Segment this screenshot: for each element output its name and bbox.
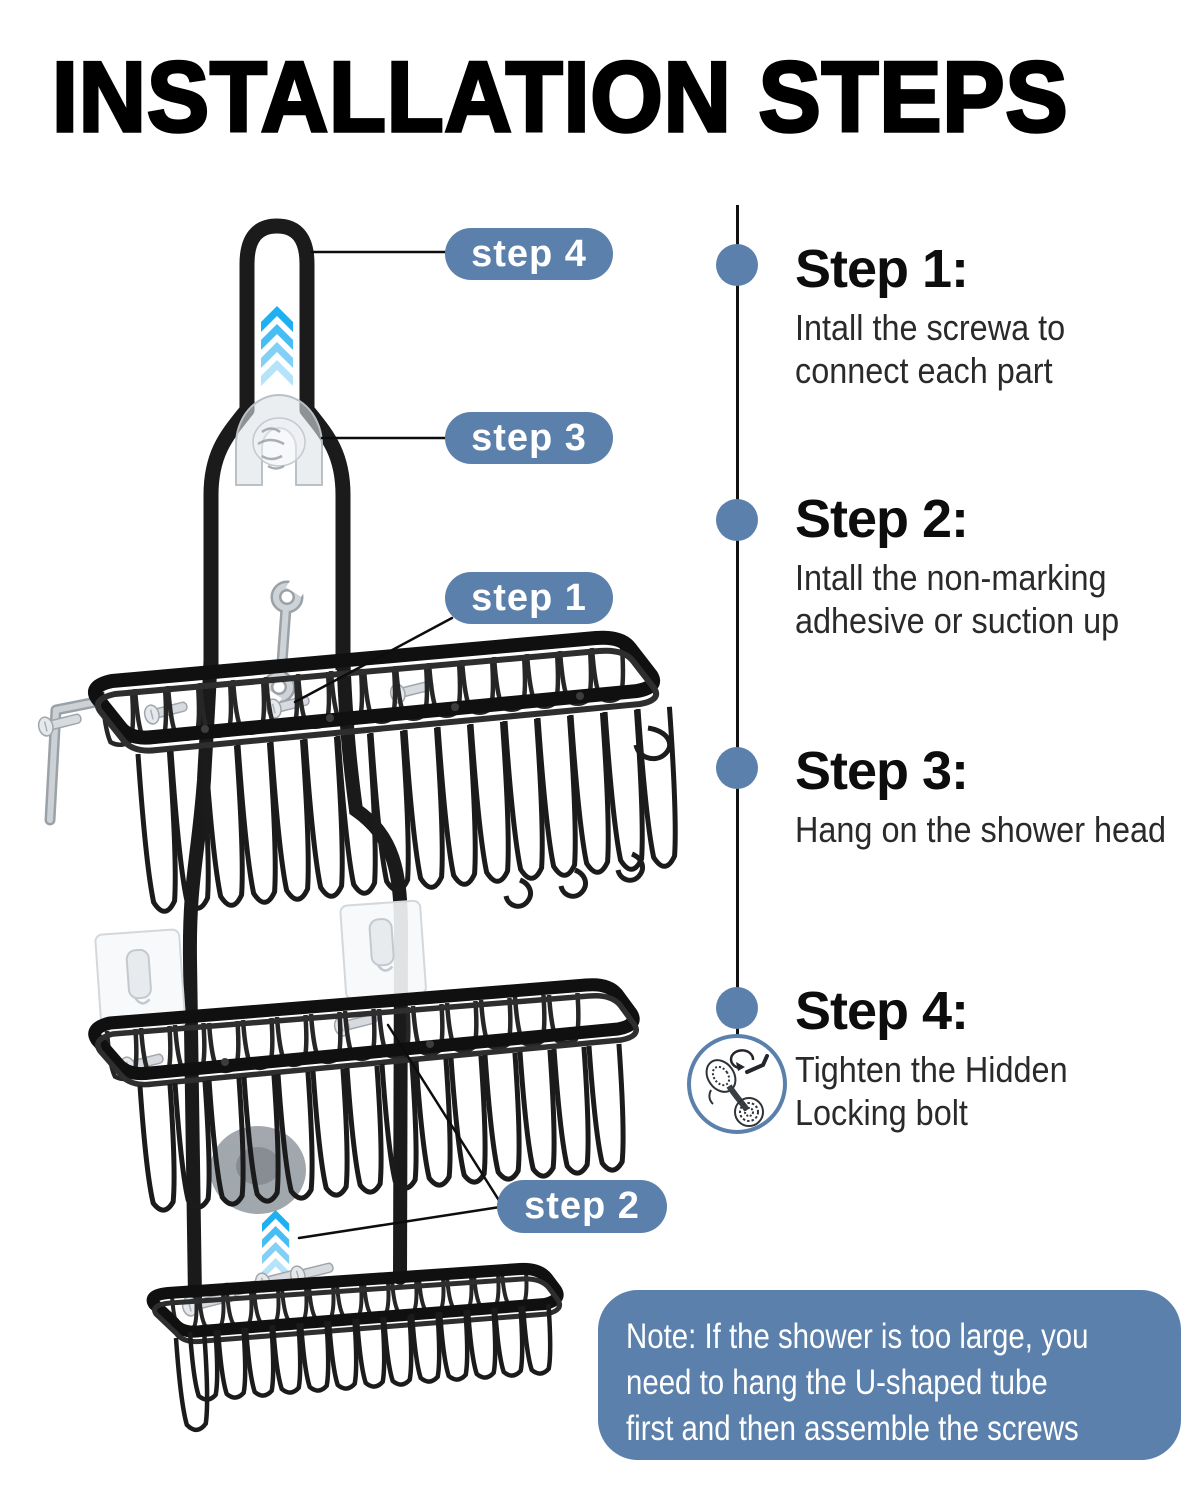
up-arrows-icon [261,306,293,386]
clear-hook [235,394,323,486]
step-3-text-line1: Hang on the shower head [795,809,1167,850]
step-2-text-line2: adhesive or suction up [795,600,1120,641]
up-arrows-icon-2 [262,1210,290,1281]
timeline-dot-2 [716,499,758,541]
adhesive-pads [94,899,427,1034]
note-line2: need to hang the U-shaped tube [626,1363,1048,1402]
timeline-dot-4 [716,987,758,1029]
top-basket [88,630,681,913]
page-title: INSTALLATION STEPS [50,39,1069,154]
step-2-heading: Step 2: [795,489,969,549]
step-1-section: Step 1: Intall the screwa to connect eac… [795,238,1095,392]
steps-timeline-line [736,205,739,1037]
step-4-heading: Step 4: [795,981,969,1041]
leader-lines [293,250,502,1240]
label-step-2: step 2 [497,1180,667,1233]
step-2-section: Step 2: Intall the non-marking adhesive … [795,488,1155,642]
step-4-text-line1: Tighten the Hidden [795,1049,1068,1090]
step-1-text-line1: Intall the screwa to [795,307,1066,348]
step-4-section: Step 4: Tighten the Hidden Locking bolt [795,980,1098,1134]
timeline-dot-3 [716,747,758,789]
step-3-heading: Step 3: [795,741,969,801]
note-box: Note: If the shower is too large, you ne… [598,1290,1181,1460]
middle-basket [88,978,640,1214]
note-line3: first and then assemble the screws [626,1409,1079,1448]
timeline-dot-1 [716,244,758,286]
bottom-tray [146,1262,564,1431]
label-step-3: step 3 [445,412,613,464]
wrench-icon [259,576,309,710]
rim-screw-holes [201,692,584,733]
label-step-1: step 1 [445,572,613,624]
label-step-4: step 4 [445,228,613,280]
step-3-section: Step 3: Hang on the shower head [795,740,1200,851]
hex-key-icon [44,696,102,826]
step-1-heading: Step 1: [795,239,969,299]
shower-caddy-diagram [35,218,700,1500]
step-4-text-line2: Locking bolt [795,1092,968,1133]
note-line1: Note: If the shower is too large, you [626,1317,1089,1356]
step-2-text-line1: Intall the non-marking [795,557,1107,598]
shower-head-hex-key-icon [687,1034,787,1134]
step-1-text-line2: connect each part [795,350,1053,391]
under-basket-hooks [506,725,672,906]
